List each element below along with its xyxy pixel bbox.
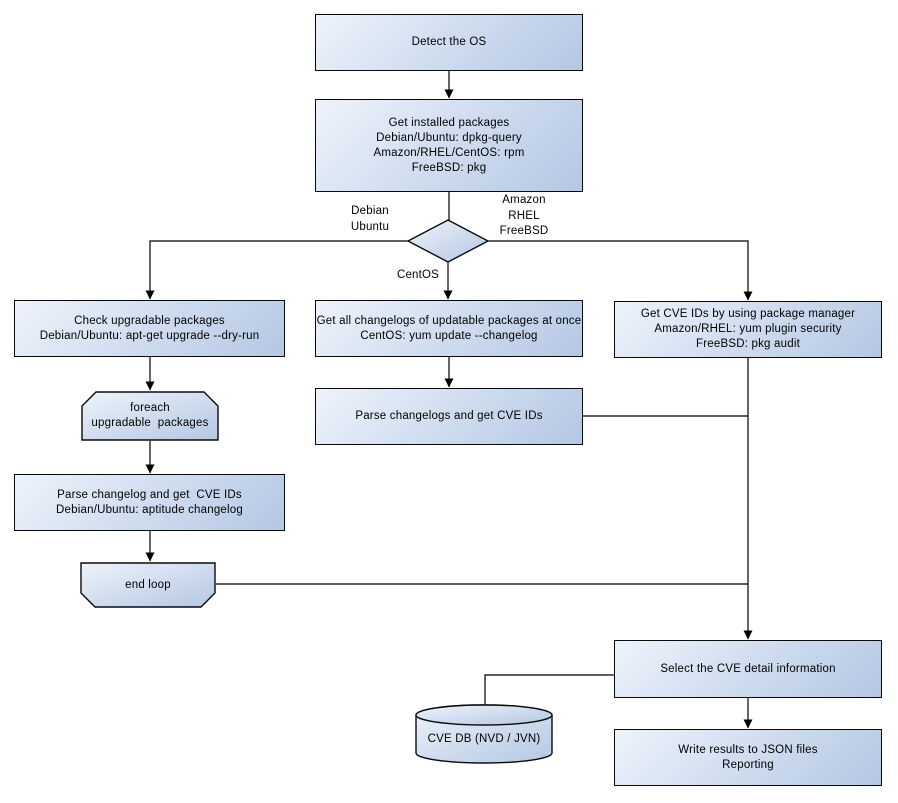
node-get-all-changelogs: Get all changelogs of updatable packages… <box>315 300 583 357</box>
loop-start-foreach: foreach upgradable packages <box>81 391 219 441</box>
database-cylinder-shape <box>415 704 553 764</box>
node-detect-os: Detect the OS <box>315 14 583 71</box>
loop-end: end loop <box>80 562 216 608</box>
edge-label-debian-ubuntu: Debian Ubuntu <box>350 205 390 233</box>
node-select-cve-detail: Select the CVE detail information <box>614 640 882 698</box>
loop-end-label: end loop <box>125 578 171 591</box>
node-check-upgradable-packages-label: Check upgradable packages Debian/Ubuntu:… <box>39 314 260 342</box>
node-get-installed-packages: Get installed packages Debian/Ubuntu: dp… <box>315 99 583 192</box>
node-check-upgradable-packages: Check upgradable packages Debian/Ubuntu:… <box>14 300 285 357</box>
node-parse-changelogs-centos: Parse changelogs and get CVE IDs <box>315 388 583 445</box>
node-parse-changelog-debian: Parse changelog and get CVE IDs Debian/U… <box>14 474 285 531</box>
node-get-installed-packages-label: Get installed packages Debian/Ubuntu: dp… <box>373 116 525 174</box>
node-parse-changelogs-centos-label: Parse changelogs and get CVE IDs <box>355 410 543 422</box>
loop-start-shape <box>81 391 219 441</box>
diamond-shape <box>407 219 489 263</box>
loop-end-shape <box>80 562 216 608</box>
edge-label-amazon-rhel-freebsd: Amazon RHEL FreeBSD <box>499 194 549 237</box>
loop-start-foreach-label: foreach upgradable packages <box>91 402 209 429</box>
node-get-cve-ids-pkg-manager: Get CVE IDs by using package manager Ama… <box>614 301 882 358</box>
edge-label-centos: CentOS <box>396 269 440 281</box>
node-detect-os-label: Detect the OS <box>411 36 487 48</box>
node-get-all-changelogs-label: Get all changelogs of updatable packages… <box>316 314 582 342</box>
decision-os-diamond <box>407 219 489 263</box>
node-get-cve-ids-pkg-manager-label: Get CVE IDs by using package manager Ama… <box>640 308 856 350</box>
db-cve-db-label: CVE DB (NVD / JVN) <box>427 732 541 745</box>
db-cve-db-cylinder: CVE DB (NVD / JVN) <box>415 704 553 764</box>
node-write-results-reporting: Write results to JSON files Reporting <box>614 729 882 786</box>
node-select-cve-detail-label: Select the CVE detail information <box>660 662 836 675</box>
node-parse-changelog-debian-label: Parse changelog and get CVE IDs Debian/U… <box>56 488 243 516</box>
node-write-results-reporting-label: Write results to JSON files Reporting <box>678 743 818 771</box>
